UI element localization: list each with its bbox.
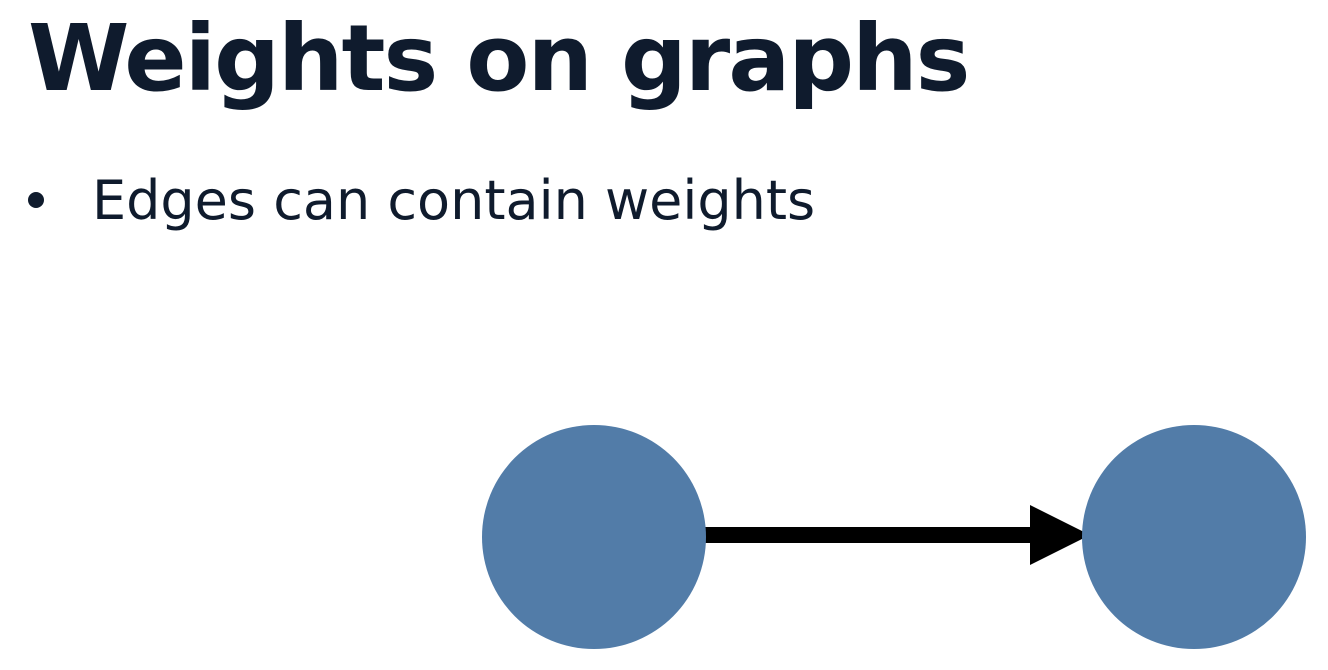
bullet-text: Edges can contain weights bbox=[92, 168, 816, 232]
edge-arrowhead-icon bbox=[1030, 505, 1090, 565]
slide-title: Weights on graphs bbox=[28, 5, 970, 112]
bullet-dot-icon bbox=[28, 192, 44, 208]
bullet-list: Edges can contain weights bbox=[28, 165, 815, 235]
bullet-item: Edges can contain weights bbox=[28, 165, 815, 235]
target-node bbox=[1082, 425, 1306, 649]
source-node bbox=[482, 425, 706, 649]
